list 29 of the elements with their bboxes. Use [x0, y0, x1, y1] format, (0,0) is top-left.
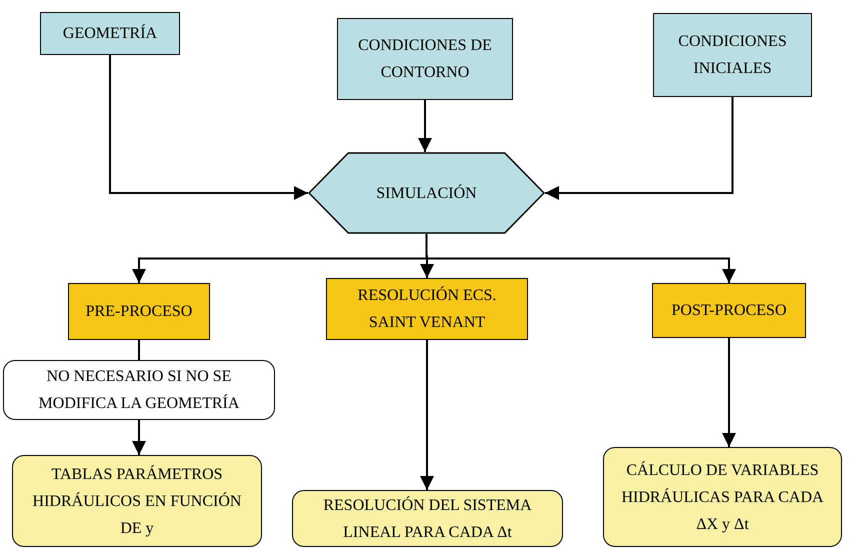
node-label: CONDICIONES DE CONTORNO — [357, 36, 493, 83]
node-label: CONDICIONES INICIALES — [677, 32, 788, 79]
node-label: RESOLUCIÓN DEL SISTEMA LINEAL PARA CADA Δt — [322, 495, 533, 542]
result-box — [603, 447, 842, 547]
process-box — [326, 278, 528, 340]
node-label: RESOLUCIÓN ECS. SAINT VENANT — [356, 285, 498, 333]
node-label: TABLAS PARÁMETROS HIDRÁULICOS EN FUNCIÓN DE y — [32, 464, 242, 538]
input-box — [653, 13, 812, 97]
node-label: GEOMETRÍA — [62, 23, 158, 44]
arrow — [418, 100, 432, 152]
result-box — [292, 490, 563, 547]
arrow — [109, 55, 308, 200]
input-box — [40, 12, 180, 55]
note-box — [3, 360, 275, 420]
node-label: CÁLCULO DE VARIABLES HIDRÁULICAS PARA CADA ΔX y Δt — [620, 460, 825, 534]
process-box — [652, 283, 806, 338]
node-label: POST-PROCESO — [671, 301, 786, 321]
node-label: PRE-PROCESO — [86, 302, 192, 322]
result-box — [12, 455, 262, 547]
arrow — [426, 234, 736, 283]
arrow — [132, 420, 146, 455]
arrow — [722, 338, 736, 447]
process-box — [68, 283, 210, 340]
node-label: NO NECESARIO SI NO SE MODIFICA LA GEOMETRÍA — [38, 367, 240, 414]
input-box — [337, 18, 513, 100]
node-label: SIMULACIÓN — [376, 183, 477, 204]
arrow — [420, 340, 434, 490]
simulation-hexagon — [308, 152, 545, 234]
arrow — [545, 97, 734, 200]
